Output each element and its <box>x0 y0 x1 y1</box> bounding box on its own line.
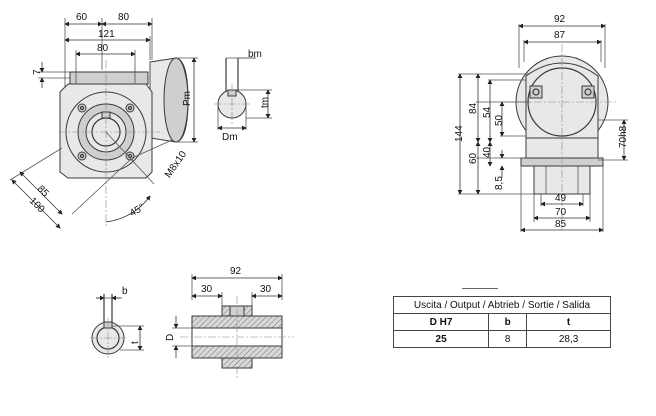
dim-92: 92 <box>230 266 242 277</box>
dim-100: 100 <box>27 196 47 216</box>
dim-dm: Dm <box>222 132 238 143</box>
dim-tm: tm <box>260 97 271 108</box>
dim-80-top: 80 <box>118 12 130 23</box>
header-d-h7: D H7 <box>392 313 490 331</box>
dim-87: 87 <box>554 30 566 41</box>
header-t: t <box>526 313 611 331</box>
cell-t: 28,3 <box>526 330 611 348</box>
dim-84: 84 <box>468 102 479 114</box>
dim-60: 60 <box>76 12 88 23</box>
key-detail-labels: b t <box>122 286 141 344</box>
dim-92-top: 92 <box>554 14 566 25</box>
front-view <box>9 18 198 229</box>
dim-t: t <box>130 341 141 344</box>
dim-121: 121 <box>98 29 115 40</box>
key-detail <box>90 294 144 358</box>
hollow-shaft <box>172 274 294 378</box>
dim-45-deg: 45° <box>128 202 147 219</box>
dim-8-5: 8,5 <box>494 176 505 190</box>
dim-49: 49 <box>555 193 567 204</box>
dim-144: 144 <box>454 125 465 142</box>
table-row: 25 8 28,3 <box>392 330 611 348</box>
header-b: b <box>488 313 528 331</box>
shaft-detail <box>214 57 272 131</box>
table-rule <box>462 288 498 289</box>
dim-30-left: 30 <box>201 284 213 295</box>
dim-b: b <box>122 286 128 297</box>
dim-54: 54 <box>482 106 493 118</box>
dim-70: 70 <box>555 207 567 218</box>
dim-40: 40 <box>482 146 493 158</box>
dim-d: D <box>165 334 176 341</box>
dim-m8x10: M8x10 <box>163 149 189 180</box>
dim-7: 7 <box>32 69 43 75</box>
dim-70h8: 70h8 <box>618 125 629 148</box>
dim-30-right: 30 <box>260 284 272 295</box>
dim-85-bottom: 85 <box>555 219 567 230</box>
hollow-shaft-labels: 92 30 30 D <box>165 266 272 341</box>
cell-b: 8 <box>488 330 528 348</box>
dim-bm: bm <box>248 49 262 60</box>
side-view <box>457 23 628 233</box>
output-spec-table: Uscita / Output / Abtrieb / Sortie / Sal… <box>392 296 611 348</box>
dim-60: 60 <box>468 152 479 164</box>
shaft-detail-labels: bm tm Dm <box>222 49 271 143</box>
side-view-labels: 92 87 144 84 54 50 60 40 8,5 70h8 49 70 … <box>454 14 629 230</box>
dim-pm: Pm <box>182 91 193 106</box>
dim-50: 50 <box>494 114 505 126</box>
cell-d: 25 <box>392 330 490 348</box>
table-title: Uscita / Output / Abtrieb / Sortie / Sal… <box>393 296 611 314</box>
dim-80: 80 <box>97 43 109 54</box>
